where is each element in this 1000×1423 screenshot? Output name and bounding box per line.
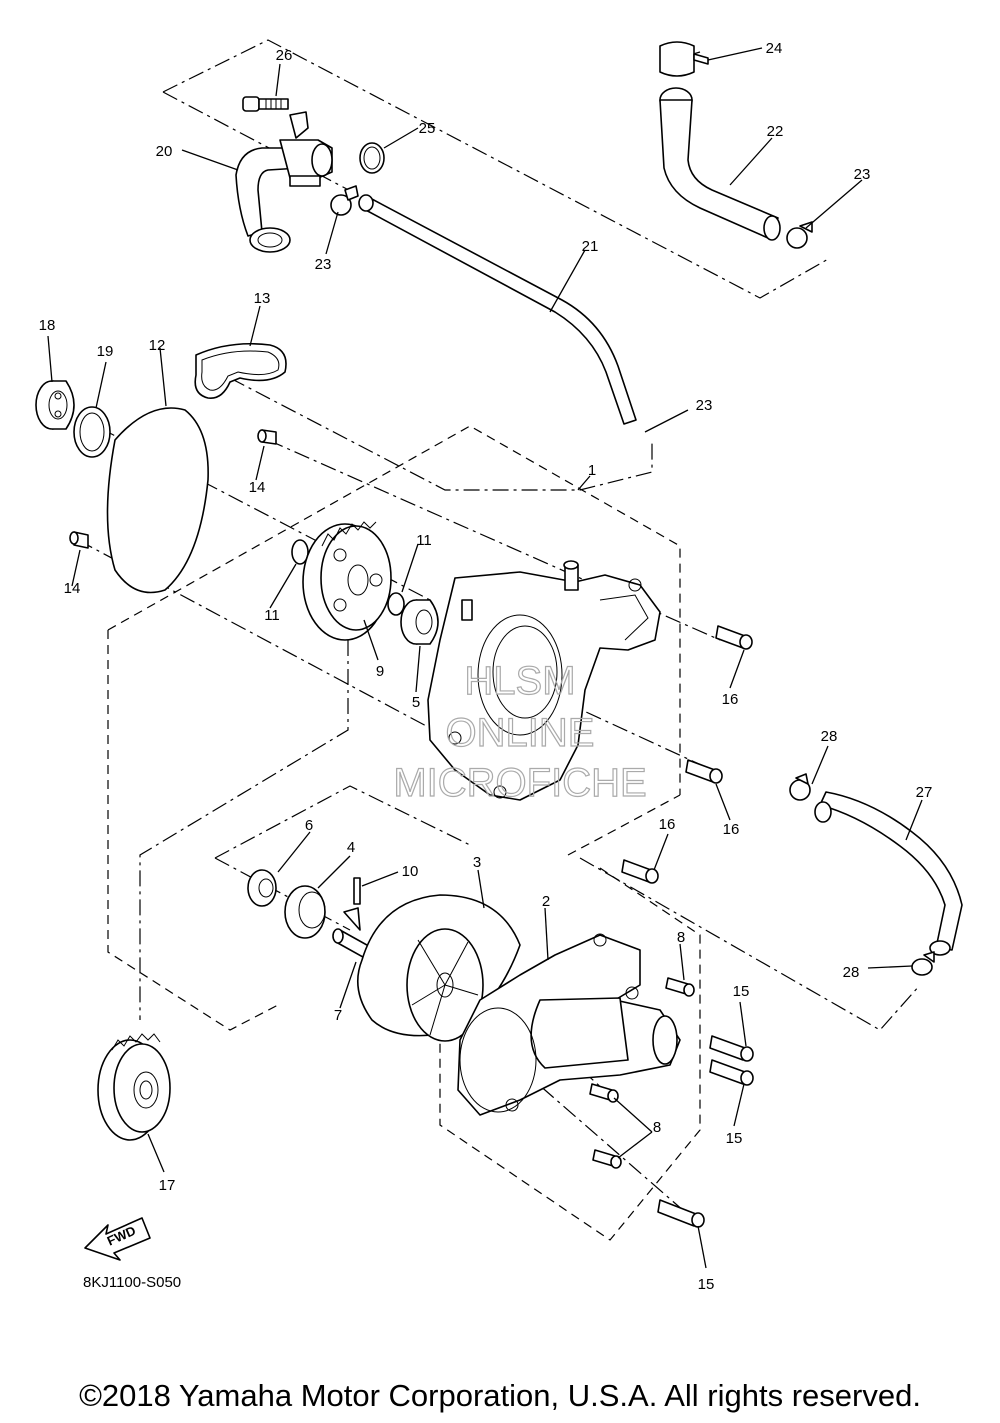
watermark-line-3: MICROFICHE bbox=[393, 761, 646, 805]
callout-13: 13 bbox=[254, 290, 271, 307]
elbow-pipe-20-drawing bbox=[235, 111, 333, 253]
callout-15: 15 bbox=[698, 1276, 715, 1293]
hose-21-drawing bbox=[358, 194, 637, 425]
pipe-22-drawing bbox=[659, 41, 813, 249]
callout-19: 19 bbox=[97, 343, 114, 360]
circlips-11-drawing bbox=[291, 539, 405, 616]
callout-10: 10 bbox=[402, 863, 419, 880]
callout-4: 4 bbox=[347, 839, 355, 856]
callout-18: 18 bbox=[39, 317, 56, 334]
callout-25: 25 bbox=[419, 120, 436, 137]
callout-17: 17 bbox=[159, 1177, 176, 1194]
callout-26: 26 bbox=[276, 47, 293, 64]
clamp-23-left-drawing bbox=[330, 185, 359, 216]
o-ring-12-drawing bbox=[106, 407, 209, 594]
dowel-pins-14-drawing bbox=[69, 429, 277, 549]
gasket-13-drawing bbox=[194, 342, 287, 399]
callout-16: 16 bbox=[722, 691, 739, 708]
callout-20: 20 bbox=[156, 143, 173, 160]
bearing-18-drawing bbox=[35, 380, 75, 430]
callout-2: 2 bbox=[542, 893, 550, 910]
callout-22: 22 bbox=[767, 123, 784, 140]
callout-9: 9 bbox=[376, 663, 384, 680]
callout-1: 1 bbox=[588, 462, 596, 479]
callout-23: 23 bbox=[854, 166, 871, 183]
callout-5: 5 bbox=[412, 694, 420, 711]
callout-14: 14 bbox=[249, 479, 266, 496]
gear-9-drawing bbox=[302, 521, 392, 641]
watermark-line-1: HLSM bbox=[464, 659, 575, 703]
callout-11: 11 bbox=[264, 607, 280, 624]
leader-lines bbox=[47, 47, 923, 1269]
callout-3: 3 bbox=[473, 854, 481, 871]
assembly-outlines bbox=[107, 425, 701, 1241]
bolts-8-15-drawing bbox=[589, 977, 754, 1228]
callout-16: 16 bbox=[723, 821, 740, 838]
callout-7: 7 bbox=[334, 1007, 342, 1024]
pump-housing-2-drawing bbox=[457, 933, 681, 1116]
callout-24: 24 bbox=[766, 40, 783, 57]
seals-pin-drawing bbox=[247, 869, 361, 939]
callout-6: 6 bbox=[305, 817, 313, 834]
forward-direction-marker: FWD bbox=[84, 1217, 151, 1261]
callout-14: 14 bbox=[64, 580, 81, 597]
callout-28: 28 bbox=[843, 964, 860, 981]
callout-labels: 26 25 20 23 24 22 23 21 13 18 19 12 23 1… bbox=[39, 40, 933, 1293]
callout-21: 21 bbox=[582, 238, 599, 255]
gear-17-drawing bbox=[97, 1033, 171, 1141]
bolt-26-drawing bbox=[242, 96, 289, 112]
callout-8: 8 bbox=[677, 929, 685, 946]
bolts-16-drawing bbox=[621, 625, 753, 884]
callout-23: 23 bbox=[696, 397, 713, 414]
callout-27: 27 bbox=[916, 784, 933, 801]
callout-23: 23 bbox=[315, 256, 332, 273]
o-ring-25-drawing bbox=[359, 142, 385, 174]
callout-12: 12 bbox=[149, 337, 166, 354]
watermark: HLSM ONLINE MICROFICHE bbox=[393, 658, 648, 805]
drawing-code: 8KJ1100-S050 bbox=[83, 1274, 181, 1291]
bearing-5-drawing bbox=[400, 599, 439, 645]
callout-11: 11 bbox=[416, 532, 432, 549]
callout-16: 16 bbox=[659, 816, 676, 833]
copyright-notice: ©2018 Yamaha Motor Corporation, U.S.A. A… bbox=[79, 1378, 921, 1413]
callout-15: 15 bbox=[726, 1130, 743, 1147]
circlip-19-drawing bbox=[73, 406, 111, 458]
callout-28: 28 bbox=[821, 728, 838, 745]
watermark-line-2: ONLINE bbox=[446, 711, 595, 755]
callout-15: 15 bbox=[733, 983, 750, 1000]
pump-cover-1-drawing bbox=[427, 560, 661, 801]
callout-8: 8 bbox=[653, 1119, 661, 1136]
hose-27-drawing bbox=[789, 773, 963, 976]
